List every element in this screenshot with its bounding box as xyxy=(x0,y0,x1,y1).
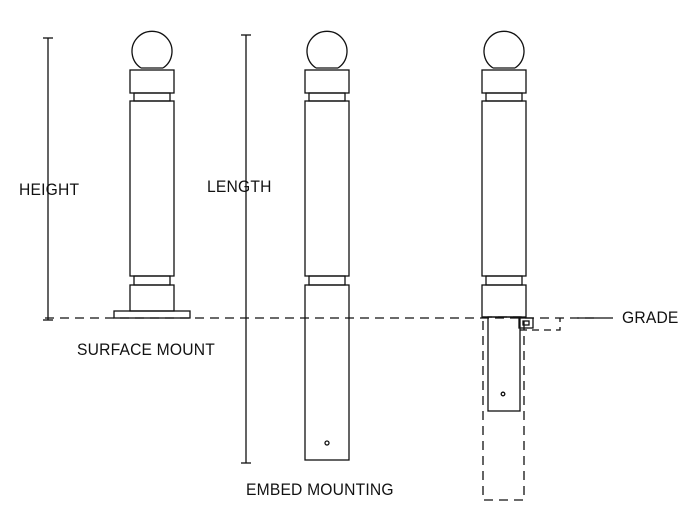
length-label: LENGTH xyxy=(207,177,272,196)
length-dimension-line xyxy=(241,34,251,464)
sleeve-mount-bollard xyxy=(481,30,561,501)
grade-label: GRADE xyxy=(622,308,679,327)
height-dimension-line xyxy=(43,37,53,321)
embed-mount-bollard xyxy=(304,30,350,461)
embed-mounting-label: EMBED MOUNTING xyxy=(246,480,394,499)
surface-mount-bollard xyxy=(113,30,191,319)
surface-mount-label: SURFACE MOUNT xyxy=(77,340,215,359)
height-label: HEIGHT xyxy=(19,180,80,199)
